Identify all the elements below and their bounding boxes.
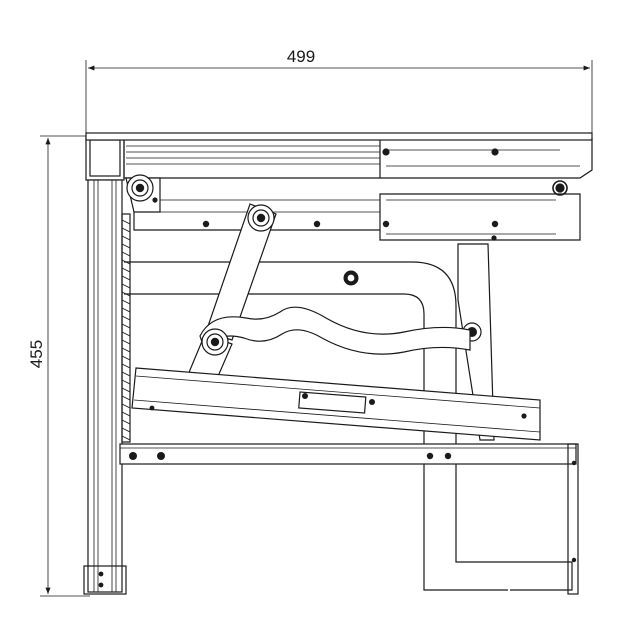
bottom-frame	[119, 443, 579, 595]
scissor-link-upper	[205, 203, 277, 341]
height-label: 455	[27, 340, 46, 368]
height-dimension: 455	[27, 135, 90, 597]
top-rail	[85, 132, 593, 196]
top-pivot	[125, 174, 161, 213]
width-label: 499	[287, 47, 315, 66]
s-curved-link	[199, 306, 471, 356]
width-dimension: 499	[85, 47, 593, 140]
gas-spring	[121, 213, 131, 443]
vertical-post	[83, 135, 127, 595]
curved-arm	[124, 261, 573, 591]
tilted-shelf	[131, 367, 541, 441]
middle-rail	[133, 193, 581, 241]
